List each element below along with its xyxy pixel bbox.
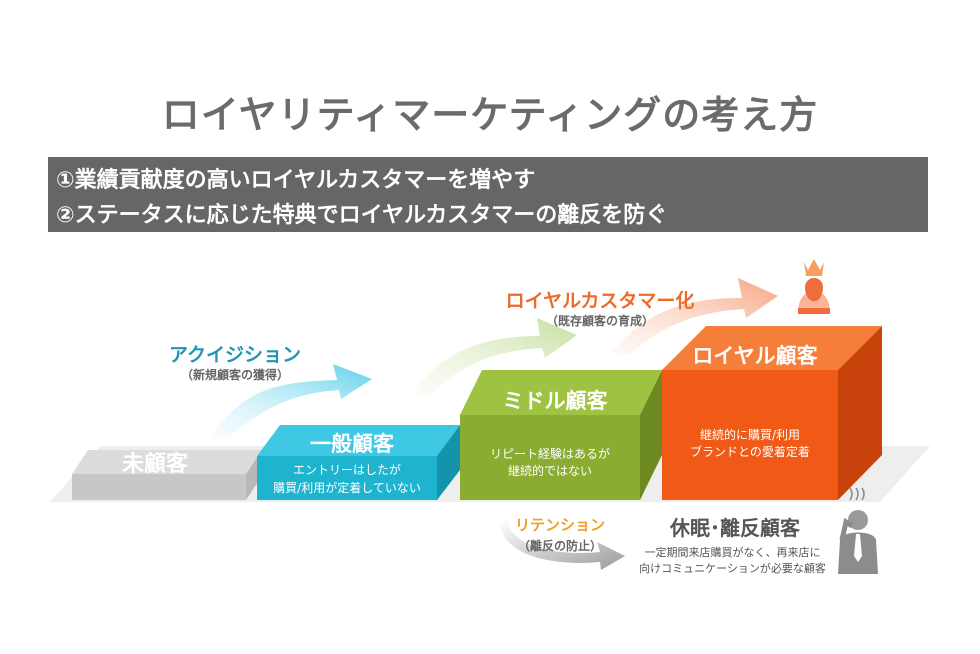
step-ippan <box>257 425 460 500</box>
label-mikokyaku: 未顧客 <box>121 452 188 477</box>
label-middle: ミドル顧客 <box>502 389 608 413</box>
desc-middle-1: リピート経験はあるが <box>489 447 610 461</box>
label-ippan: 一般顧客 <box>310 432 394 456</box>
royalize-arrow <box>612 278 778 354</box>
label-dormant: 休眠･離反顧客 <box>670 516 800 540</box>
label-royalize: ロイヤルカスタマー化 <box>505 290 695 312</box>
desc-royal-2: ブランドとの愛着定着 <box>690 445 810 459</box>
step-royal <box>662 326 882 500</box>
goal-banner: ①業績貢献度の高いロイヤルカスタマーを増やす ②ステータスに応じた特典でロイヤル… <box>48 157 928 232</box>
desc-royal-1: 継続的に購買/利用 <box>699 428 801 442</box>
desc-dormant-2: 向けコミュニケーションが必要な顧客 <box>639 562 826 575</box>
desc-middle-2: 継続的ではない <box>507 464 592 478</box>
desc-ippan-2: 購買/利用が定着していない <box>273 481 421 495</box>
desc-dormant-1: 一定期間来店購買がなく、再来店に <box>644 546 821 559</box>
middle-arrow <box>412 318 577 396</box>
step-mikokyaku <box>72 450 262 500</box>
step-middle <box>460 370 662 500</box>
page-title: ロイヤリティマーケティングの考え方 <box>161 93 819 137</box>
label-retention: リテンション <box>514 516 605 534</box>
goal-line-2: ②ステータスに応じた特典でロイヤルカスタマーの離反を防ぐ <box>56 203 668 228</box>
sub-royalize: （既存顧客の育成） <box>545 314 654 328</box>
desc-ippan-1: エントリーはしたが <box>292 463 401 477</box>
goal-line-1: ①業績貢献度の高いロイヤルカスタマーを増やす <box>56 168 536 193</box>
acquisition-arrow <box>212 364 372 438</box>
sub-acquisition: （新規顧客の獲得） <box>180 368 289 382</box>
label-acquisition: アクイジション <box>168 344 302 366</box>
label-royal: ロイヤル顧客 <box>692 344 818 368</box>
retention-arrow <box>500 520 625 570</box>
crown-person-icon <box>798 259 830 314</box>
sad-person-icon <box>838 487 878 574</box>
sub-retention: （離反の防止） <box>517 539 602 553</box>
